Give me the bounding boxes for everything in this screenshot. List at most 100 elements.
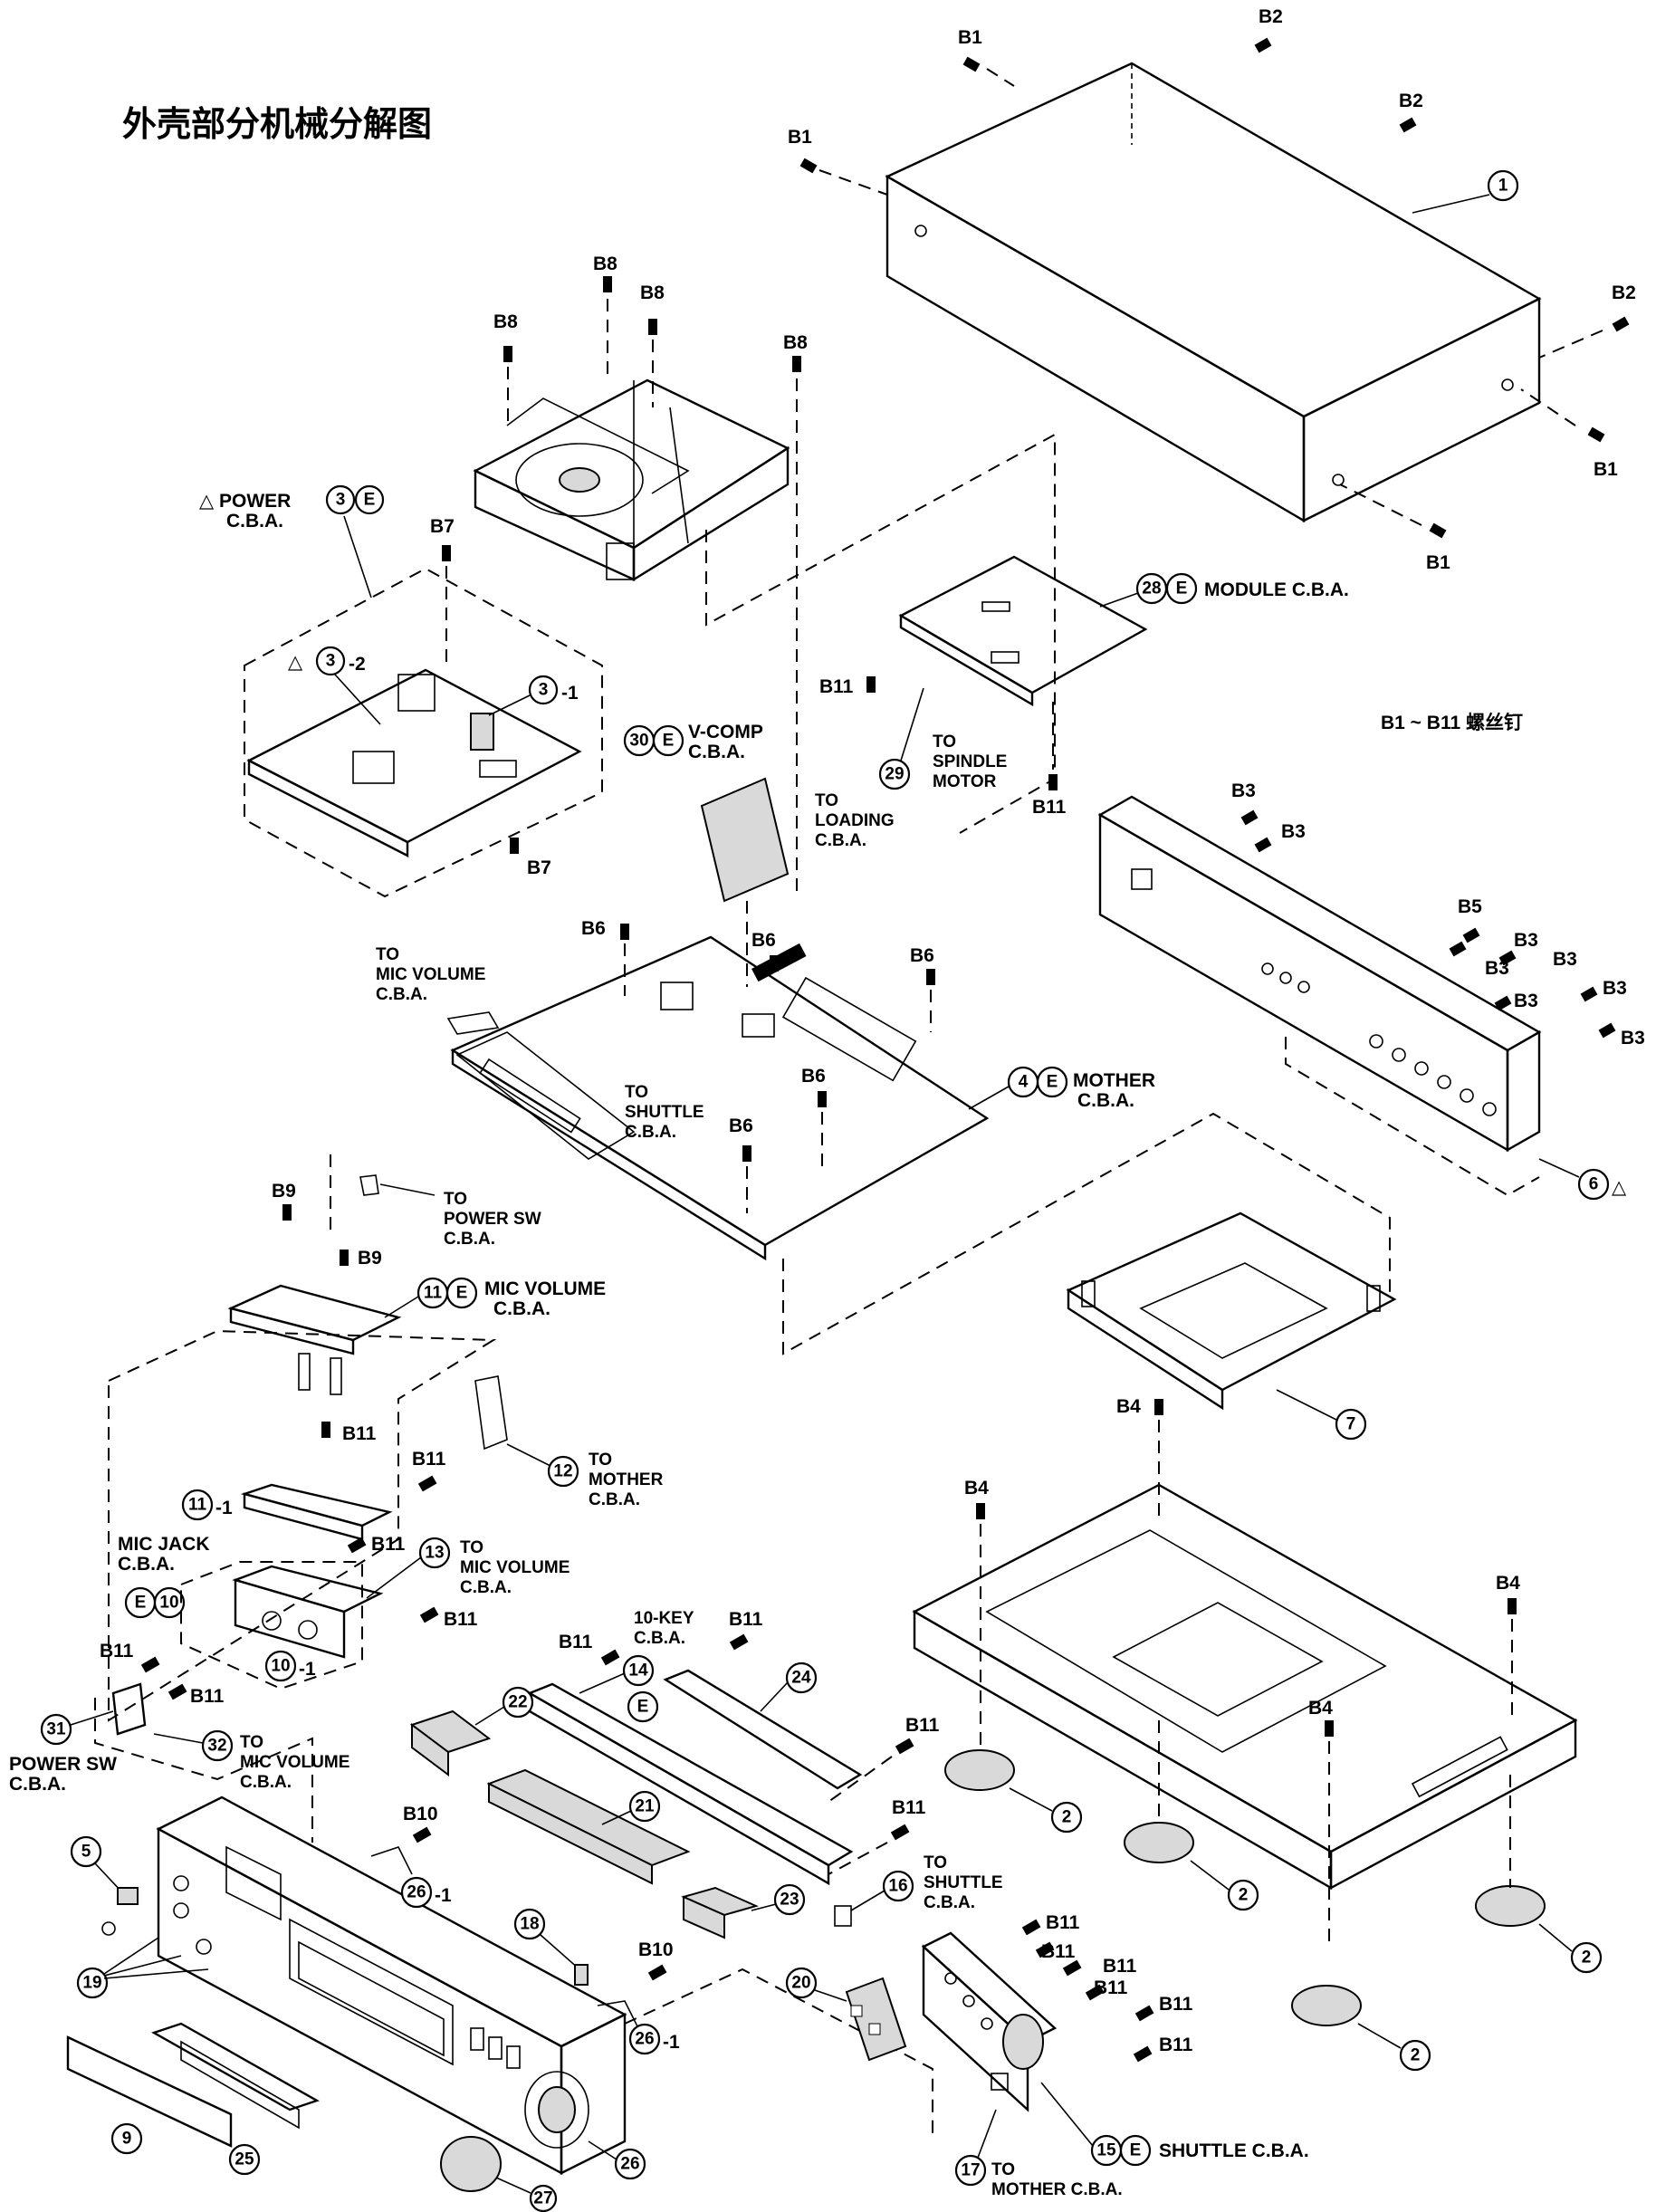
part-suffix: -1: [299, 1659, 316, 1680]
part-number: 26: [635, 2030, 654, 2049]
top-cover: [885, 62, 1542, 523]
part-number: 2: [1239, 1886, 1249, 1905]
diagram-title: 外壳部分机械分解图: [122, 104, 432, 144]
part-suffix: -2: [349, 654, 366, 675]
connector-label: MIC VOLUME: [376, 965, 485, 984]
part-number: 6: [1589, 1175, 1599, 1194]
screw-note: B1 ~ B11 螺丝钉: [1381, 712, 1523, 733]
part-e-mark: E: [1176, 579, 1188, 598]
part-number: 11: [424, 1284, 443, 1303]
part-e-mark: E: [364, 491, 376, 510]
connector-label: C.B.A.: [444, 1230, 495, 1249]
power-cba-box: [244, 567, 603, 898]
part-number: 23: [780, 1891, 799, 1910]
key-block-21: [486, 1768, 691, 1885]
screw-label: B3: [1603, 978, 1627, 999]
mic-volume-cba: [227, 1284, 402, 1395]
screw-label: B10: [638, 1939, 674, 1960]
connector-label: C.B.A.: [376, 985, 427, 1004]
part-suffix: -1: [663, 2032, 680, 2053]
part-number: 28: [1142, 579, 1161, 598]
connector-label: C.B.A.: [924, 1893, 975, 1912]
v-comp-board: [700, 777, 790, 903]
part-number: 17: [961, 2161, 980, 2180]
shuttle-knob: [440, 2136, 502, 2192]
screw-label: B11: [1103, 1956, 1137, 1977]
screw-label: B8: [783, 332, 808, 353]
screw-label: B6: [801, 1066, 826, 1087]
connector-label: C.B.A.: [460, 1578, 512, 1597]
screw-label: B11: [1032, 797, 1067, 818]
cba-label: MIC VOLUME: [484, 1278, 606, 1299]
screw-label: B6: [910, 945, 934, 966]
cba-label: MOTHER: [1073, 1070, 1155, 1091]
cba-label: POWER SW: [9, 1754, 117, 1775]
screw-label: B11: [892, 1797, 926, 1818]
part-number: 4: [1019, 1073, 1029, 1092]
key-block-22: [409, 1709, 492, 1776]
part-number: 25: [235, 2150, 254, 2169]
screw-label: B11: [100, 1641, 134, 1661]
connector-label: SPINDLE: [933, 752, 1007, 771]
screw-label: B11: [1159, 1994, 1193, 2015]
cba-label: MIC JACK: [118, 1534, 210, 1555]
screw-label: B2: [1399, 91, 1423, 111]
part-number: 18: [520, 1915, 539, 1934]
b3-screws: [1240, 809, 1616, 1039]
part-number: 1: [1498, 177, 1508, 196]
screw-label: B1: [958, 27, 982, 48]
screw-label: B11: [905, 1715, 940, 1736]
part-number: 30: [629, 732, 648, 751]
screw-label: B6: [729, 1116, 753, 1136]
screw-label: B8: [593, 254, 617, 274]
part-number: 24: [791, 1669, 811, 1688]
cba-label: C.B.A.: [634, 1629, 685, 1648]
cba-label: C.B.A.: [493, 1298, 550, 1319]
connector-label: MIC VOLUME: [460, 1558, 570, 1577]
screw-label: B3: [1621, 1028, 1645, 1049]
screw-label: B3: [1485, 958, 1509, 979]
shuttle-cba: [921, 1931, 1058, 2112]
part-number: 3: [326, 652, 336, 671]
screw-label: B3: [1281, 821, 1306, 842]
screw-label: B5: [1458, 896, 1482, 917]
part-number: 12: [553, 1462, 572, 1481]
part-number: 2: [1582, 1949, 1592, 1968]
screw-label: B1: [1594, 459, 1618, 480]
key-rail: [663, 1669, 863, 1790]
screw-label: B10: [403, 1804, 438, 1824]
part-suffix: -1: [435, 1885, 452, 1906]
screw-label: B11: [819, 676, 854, 697]
screw-label: B11: [412, 1449, 446, 1470]
part-number: 22: [508, 1693, 527, 1712]
cba-label: SHUTTLE C.B.A.: [1159, 2140, 1309, 2161]
screw-label: B3: [1231, 780, 1256, 801]
part-number: 5: [81, 1843, 91, 1862]
part-number: 26: [620, 2155, 639, 2174]
part-number: 29: [885, 765, 904, 784]
connector-label: MOTHER C.B.A.: [991, 2180, 1123, 2199]
screw-label: B3: [1514, 930, 1538, 951]
part-number: 14: [628, 1661, 648, 1681]
connector-label: SHUTTLE: [625, 1103, 704, 1122]
mic-jack-cba: [232, 1565, 384, 1659]
part-number: 15: [1096, 2141, 1116, 2160]
part-e-mark: E: [663, 732, 675, 751]
screw-label: B11: [1159, 2035, 1193, 2055]
part-number: 21: [635, 1797, 655, 1816]
screw-label: B7: [430, 516, 455, 537]
key-block-23: [681, 1886, 759, 1939]
part-e-mark: E: [1130, 2141, 1142, 2160]
bottom-chassis: [912, 1483, 1578, 1891]
screw-label: B6: [581, 918, 606, 939]
part-e-mark: E: [135, 1594, 147, 1613]
screw-label: B11: [190, 1686, 225, 1707]
connector-label: TO: [815, 791, 838, 810]
part-suffix: -1: [215, 1498, 233, 1518]
part-number: 19: [82, 1974, 101, 1993]
part-number: 3: [539, 681, 549, 700]
loader-bracket: [1066, 1211, 1397, 1411]
screw-label: B7: [527, 857, 551, 878]
part-number: 20: [791, 1974, 810, 1993]
connector-label: TO: [991, 2160, 1015, 2179]
